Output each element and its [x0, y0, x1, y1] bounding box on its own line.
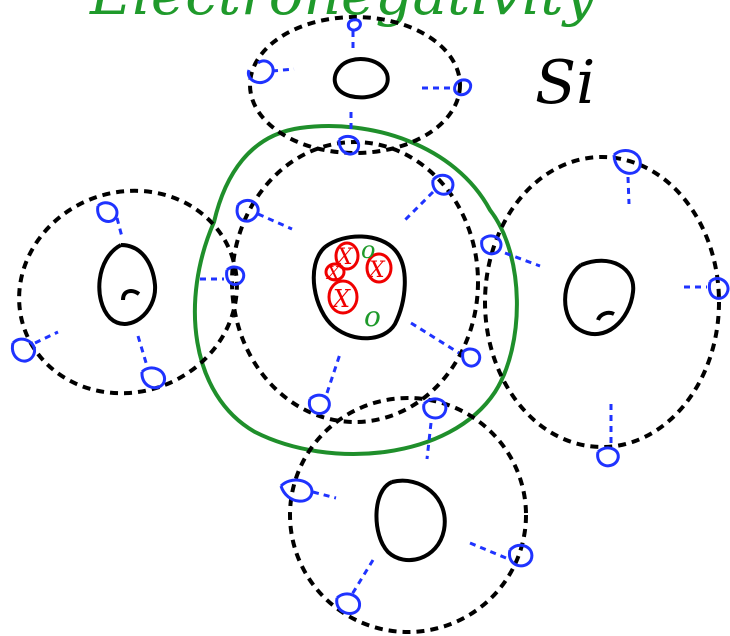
left-atom-core [99, 245, 155, 324]
bond-line [351, 560, 373, 596]
top-heading-text: Electronegativity [89, 0, 598, 28]
electron-marker [463, 349, 480, 366]
center-atom-shell [232, 142, 478, 422]
bond-line [628, 177, 629, 204]
core-red-mark: X [329, 281, 357, 313]
electron-marker [455, 80, 471, 95]
electron-marker [98, 203, 117, 222]
core-green-mark: o [364, 300, 381, 333]
right-atom-shell [485, 157, 719, 447]
electron-marker [337, 594, 360, 614]
bond-line [138, 336, 147, 366]
top-atom-shell [250, 17, 460, 153]
bond-line [313, 492, 336, 498]
top-atom-core [335, 59, 388, 97]
bond-line [35, 332, 58, 343]
core-green-marks: o o [361, 236, 381, 333]
bond-line [411, 323, 459, 353]
bond-line [404, 192, 433, 221]
electron-marker [281, 480, 312, 501]
bottom-atom-core [376, 481, 444, 560]
bond-line [117, 218, 122, 237]
center-atom-core [314, 236, 405, 338]
electron-marker [598, 448, 619, 466]
bond-line [470, 543, 506, 558]
bond-line [327, 354, 340, 393]
core-red-mark-label: X [331, 285, 351, 313]
electron-marker [12, 339, 34, 361]
electron-marker [309, 395, 329, 413]
right-atom-core [565, 261, 633, 334]
bottom-atom-shell [290, 398, 526, 632]
bond-line [272, 69, 294, 71]
bond-line [258, 214, 292, 229]
core-green-mark: o [361, 236, 375, 264]
core-red-marks: X X X X [325, 243, 391, 313]
electron-marker [142, 368, 165, 388]
element-label: Si [535, 48, 595, 118]
